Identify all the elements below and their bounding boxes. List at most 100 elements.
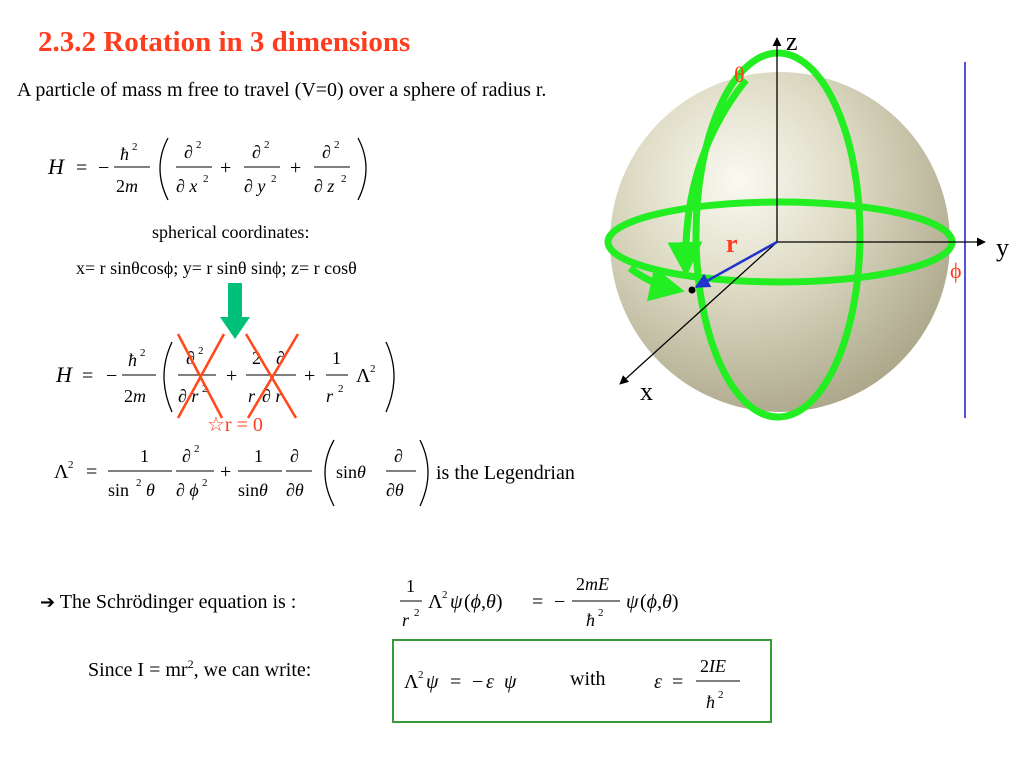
coordinate-transform: x= r sinθcosϕ; y= r sinθ sinϕ; z= r cosθ (76, 258, 357, 278)
svg-text:=: = (532, 591, 543, 613)
particle-dot (688, 286, 696, 294)
svg-text:θ: θ (146, 480, 155, 500)
phi-label: ϕ (950, 258, 962, 283)
svg-text:2: 2 (132, 141, 138, 153)
svg-text:∂: ∂ (290, 446, 299, 466)
hamiltonian-spherical-equation: H = − ħ2 2m ∂2 ∂ r2 + 2 ∂ r ∂ r + 1 r2 Λ… (55, 333, 395, 419)
svg-text:(ϕ,θ): (ϕ,θ) (640, 591, 679, 613)
svg-text:ħ: ħ (706, 692, 715, 712)
svg-text:2mE: 2mE (576, 574, 609, 594)
svg-text:2: 2 (414, 607, 420, 619)
svg-text:∂: ∂ (322, 142, 331, 162)
svg-text:=: = (86, 461, 97, 483)
legendrian-label: is the Legendrian (436, 462, 575, 484)
svg-text:ε: ε (654, 671, 662, 693)
svg-text:∂: ∂ (394, 446, 403, 466)
svg-text:−: − (98, 157, 109, 179)
theta-label: θ (734, 62, 745, 87)
svg-text:−: − (106, 365, 117, 387)
svg-text:∂θ: ∂θ (386, 480, 404, 500)
svg-text:=: = (450, 671, 461, 693)
svg-text:sinθ: sinθ (238, 480, 268, 500)
axis-x-label: x (640, 377, 653, 406)
svg-text:ψ: ψ (450, 591, 463, 613)
svg-text:ψ: ψ (626, 591, 639, 613)
svg-text:r: r (248, 386, 256, 406)
svg-text:∂: ∂ (252, 142, 261, 162)
down-arrow-icon (220, 283, 250, 339)
svg-text:2: 2 (202, 383, 208, 395)
svg-text:1: 1 (140, 446, 149, 466)
svg-text:r: r (326, 386, 334, 406)
svg-text:(ϕ,θ): (ϕ,θ) (464, 591, 503, 613)
meridian-ring (692, 49, 864, 421)
x-axis (619, 241, 778, 385)
slide-title: 2.3.2 Rotation in 3 dimensions (38, 26, 411, 58)
svg-text:1: 1 (406, 576, 415, 596)
svg-text:∂ z: ∂ z (314, 176, 334, 196)
radius-label: r (726, 229, 738, 258)
svg-text:2: 2 (140, 347, 146, 359)
since-line: Since I = mr2, we can write: (88, 657, 312, 682)
svg-text:Λ: Λ (356, 365, 371, 387)
svg-text:2m: 2m (116, 176, 138, 196)
svg-text:=: = (76, 157, 87, 179)
svg-text:∂θ: ∂θ (286, 480, 304, 500)
svg-text:2: 2 (598, 607, 604, 619)
svg-text:+: + (290, 157, 301, 179)
svg-text:ħ: ħ (128, 350, 137, 370)
svg-text:Λ: Λ (428, 591, 443, 613)
svg-text:2: 2 (341, 173, 347, 185)
svg-text:2: 2 (271, 173, 277, 185)
svg-text:∂ ϕ: ∂ ϕ (176, 480, 199, 500)
schrodinger-label: The Schrödinger equation is : (59, 591, 297, 613)
svg-text:2: 2 (198, 345, 204, 357)
svg-text:ψ: ψ (426, 671, 439, 693)
svg-text:1: 1 (332, 348, 341, 368)
since-sup: 2 (187, 657, 194, 671)
svg-text:2: 2 (68, 459, 74, 471)
svg-text:2: 2 (370, 363, 376, 375)
svg-text:2: 2 (418, 669, 424, 681)
svg-text:ε: ε (486, 671, 494, 693)
radius-arrow (694, 240, 778, 289)
svg-text:∂: ∂ (184, 142, 193, 162)
svg-text:−: − (554, 591, 565, 613)
svg-text:2: 2 (136, 477, 142, 489)
axis-y-label: y (996, 233, 1009, 262)
svg-text:ψ: ψ (504, 671, 517, 693)
svg-text:∂: ∂ (276, 348, 285, 368)
svg-text:2: 2 (334, 139, 340, 151)
svg-text:H: H (47, 154, 65, 179)
svg-text:sinθ: sinθ (336, 462, 366, 482)
svg-text:2: 2 (338, 383, 344, 395)
svg-text:r: r (402, 610, 410, 630)
sphere-diagram: z y x θ ϕ r (604, 27, 1009, 421)
svg-text:∂: ∂ (182, 446, 191, 466)
svg-text:+: + (304, 365, 315, 387)
svg-text:Λ: Λ (404, 671, 419, 693)
cross-out-marks (176, 333, 300, 419)
svg-text:2: 2 (196, 139, 202, 151)
schrodinger-line: ➔ The Schrödinger equation is : (40, 591, 296, 614)
svg-text:2: 2 (718, 689, 724, 701)
axis-z-label: z (786, 27, 798, 56)
svg-text:sin: sin (108, 480, 129, 500)
since-prefix: Since I = mr (88, 659, 188, 681)
svg-text:ħ: ħ (586, 610, 595, 630)
result-box (392, 639, 772, 723)
since-suffix: , we can write: (193, 659, 312, 681)
r-zero-note: ☆r = 0 (207, 414, 263, 436)
svg-text:+: + (226, 365, 237, 387)
svg-text:=: = (672, 671, 683, 693)
svg-text:1: 1 (254, 446, 263, 466)
svg-text:2: 2 (203, 173, 209, 185)
with-label: with (570, 668, 606, 690)
svg-text:∂ y: ∂ y (244, 176, 265, 196)
svg-text:+: + (220, 461, 231, 483)
svg-text:Λ: Λ (54, 461, 69, 483)
